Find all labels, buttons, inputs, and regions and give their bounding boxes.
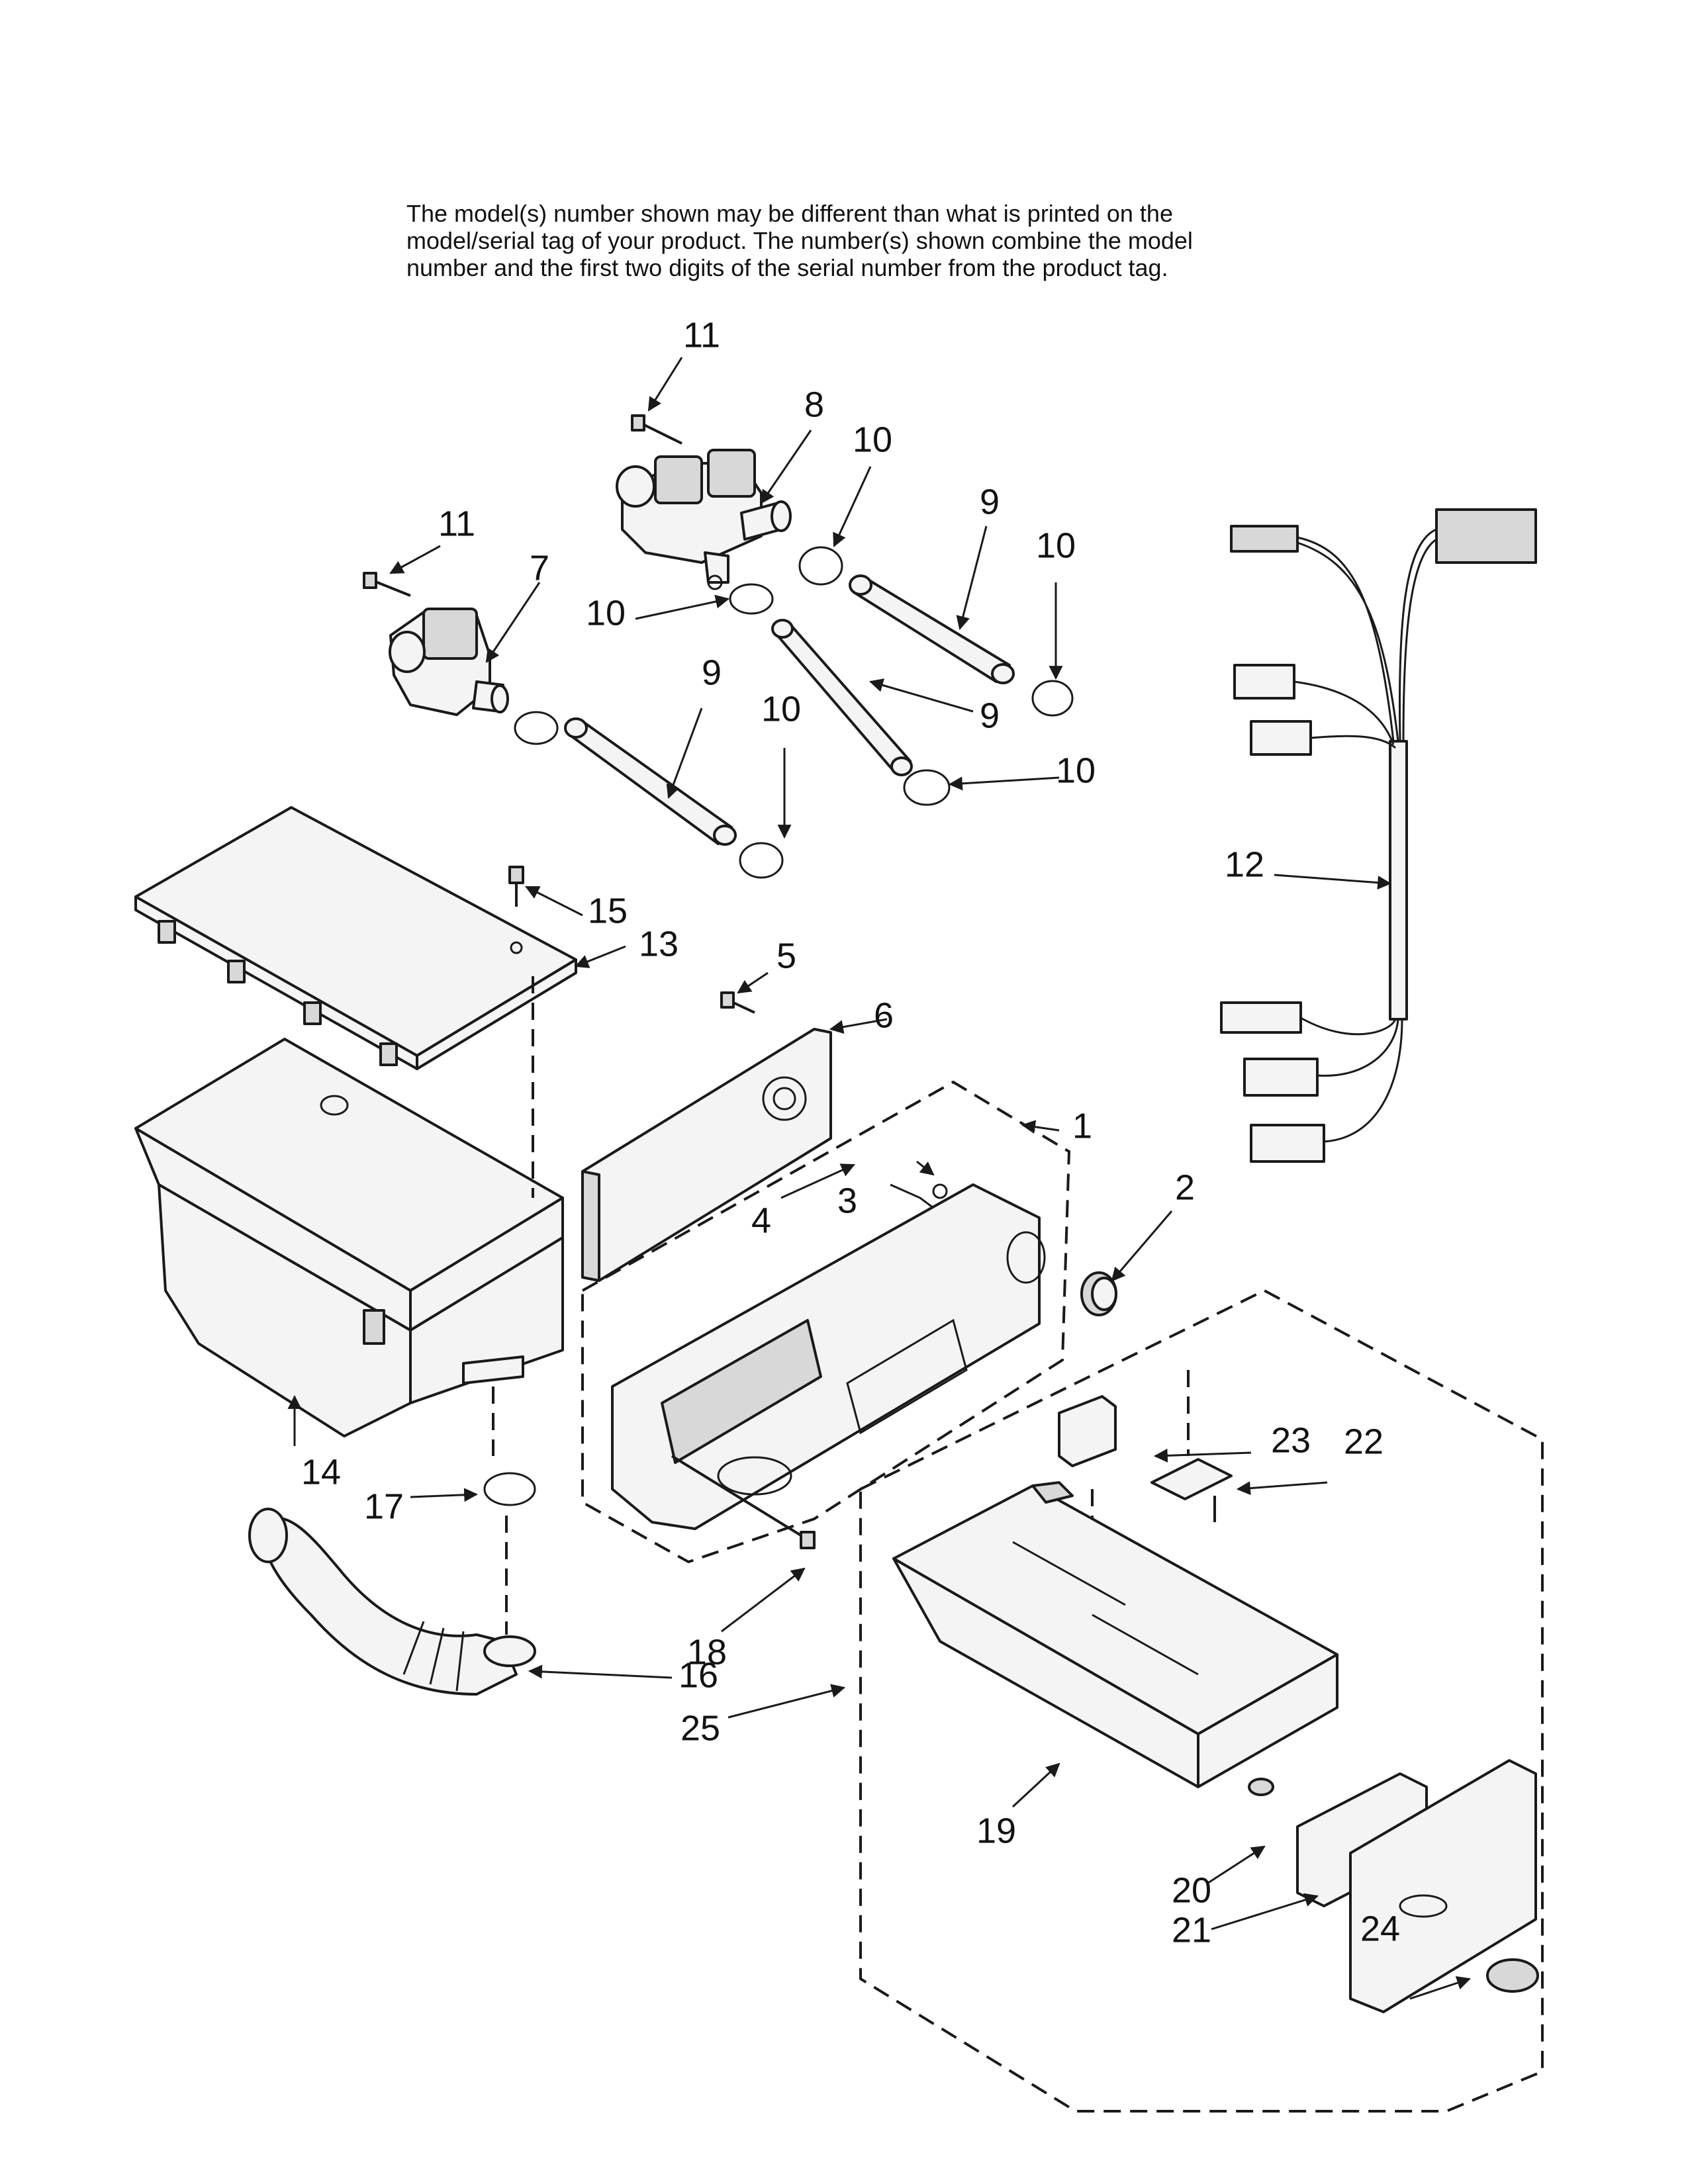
- callout-2: 2: [1175, 1167, 1195, 1207]
- callout-13: 13: [639, 924, 679, 964]
- callout-9-left: 9: [702, 653, 722, 692]
- control-board: [581, 1028, 832, 1282]
- callout-19: 19: [976, 1811, 1016, 1850]
- callout-5: 5: [776, 936, 796, 976]
- callout-8: 8: [804, 385, 824, 424]
- callout-24: 24: [1360, 1909, 1400, 1948]
- console-screw: [671, 1455, 816, 1549]
- callout-1: 1: [1072, 1106, 1092, 1146]
- callout-3: 3: [837, 1181, 857, 1220]
- board-screw: [720, 991, 755, 1014]
- water-valve-single: [389, 608, 509, 716]
- callout-15: 15: [588, 891, 628, 931]
- hoses: [564, 574, 1015, 846]
- wire-harness: [1220, 508, 1537, 1163]
- callout-numbers: 11 8 10 11 7 9 10 10 9 9 10 10 12 15 13 …: [301, 315, 1400, 1950]
- callout-11-top: 11: [683, 315, 720, 355]
- callout-9-middle: 9: [980, 696, 1000, 735]
- screw-left: [363, 572, 411, 597]
- callout-17: 17: [364, 1486, 404, 1526]
- lid-screw: [508, 866, 524, 907]
- callout-11-left: 11: [438, 504, 475, 543]
- callout-4: 4: [751, 1201, 771, 1240]
- bleach-insert: [1150, 1458, 1233, 1522]
- callout-10-right: 10: [1036, 525, 1076, 565]
- drain-hose: [248, 1508, 536, 1696]
- callout-23: 23: [1271, 1420, 1311, 1460]
- callout-7: 7: [530, 548, 549, 588]
- leader-lines: [287, 357, 1471, 2000]
- callout-21: 21: [1172, 1910, 1211, 1950]
- header-note: The model(s) number shown may be differe…: [406, 200, 1333, 281]
- drawer-handle: [1349, 1759, 1537, 2013]
- console-group-outline: [581, 1080, 1071, 1564]
- callout-10-bottom-right: 10: [1056, 751, 1096, 790]
- callout-22: 22: [1344, 1422, 1383, 1461]
- hose-clamps: [514, 546, 1074, 879]
- water-valve-dual: [616, 449, 792, 590]
- callout-20: 20: [1172, 1870, 1211, 1910]
- callout-25: 25: [680, 1708, 720, 1748]
- siphon-cap: [1058, 1395, 1117, 1467]
- callout-9-top-right: 9: [980, 482, 1000, 522]
- callout-10-left: 10: [586, 593, 626, 633]
- callout-10-bottom-left: 10: [761, 689, 801, 729]
- callout-16: 16: [679, 1655, 718, 1695]
- callout-10-top: 10: [853, 420, 892, 459]
- callout-6: 6: [874, 995, 894, 1035]
- header-note-line-1: The model(s) number shown may be differe…: [406, 200, 1173, 227]
- dispenser-housing: [134, 1038, 564, 1437]
- callout-12: 12: [1225, 844, 1264, 884]
- console-panel: [611, 1183, 1046, 1530]
- console-knob: [1080, 1271, 1117, 1316]
- hose-clamp-drain: [483, 1472, 536, 1506]
- header-note-line-3: number and the first two digits of the s…: [406, 254, 1168, 281]
- dispenser-lid: [134, 806, 577, 1070]
- callout-14: 14: [301, 1452, 341, 1492]
- drawer-badge: [1486, 1958, 1539, 1993]
- screw-top: [631, 414, 682, 445]
- callout-18: 18: [687, 1632, 727, 1672]
- header-note-line-2: model/serial tag of your product. The nu…: [406, 227, 1193, 254]
- dispenser-drawer: [892, 1481, 1338, 1788]
